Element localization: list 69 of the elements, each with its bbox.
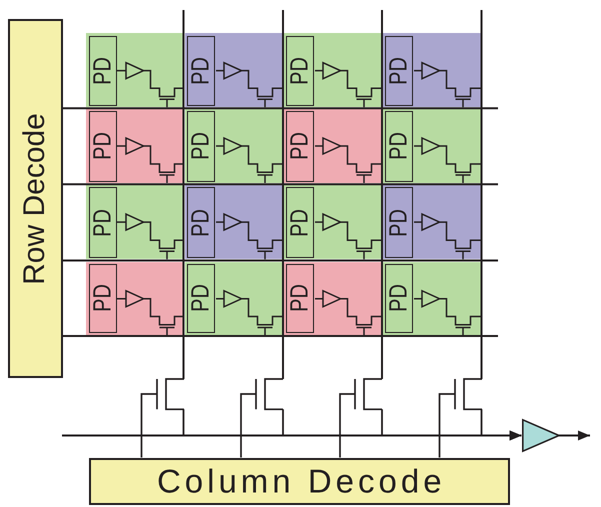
row-select-line [62,183,498,186]
output-arrow [558,430,590,440]
pixel-cell [383,185,480,260]
column-line [182,10,184,380]
pixel-cell [284,262,381,335]
pixel-cell [86,262,182,335]
row-select-line [62,335,498,337]
photodiode-label: PD [386,284,412,312]
photodiode-label: PD [188,208,213,236]
amplifier-triangle [522,419,558,452]
photodiode-box [186,187,214,258]
pixel-cell [383,33,480,108]
pixel-cell [86,185,182,260]
column-select-line [339,393,355,458]
transistor-symbol [355,379,382,410]
photodiode-box [385,187,413,258]
photodiode-box [385,264,413,334]
decoder-label: Column Decode [156,464,446,498]
column-line [480,10,482,380]
column-line [281,10,284,380]
readout-bus-arrow [62,430,522,440]
pixel-cell [284,109,381,184]
photodiode-box [89,264,117,334]
photodiode-label: PD [188,56,213,85]
photodiode-label: PD [188,284,213,312]
photodiode-label: PD [90,208,116,236]
photodiode-box [186,264,214,334]
photodiode-box [286,187,314,258]
photodiode-box [89,187,117,258]
photodiode-label: PD [288,132,312,160]
transistor-symbol [256,379,283,410]
photodiode-label: PD [288,208,312,236]
photodiode-box [89,36,117,106]
pixel-cell [184,262,282,335]
photodiode-box [186,111,214,182]
photodiode-box [286,264,314,334]
transistor-symbol [454,379,482,410]
photodiode-label: PD [90,132,116,160]
column-select-line [140,393,156,458]
photodiode-box [286,111,314,182]
row-select-line [62,107,498,110]
row-decoder-block [8,19,62,378]
photodiode-box [89,111,117,182]
photodiode-label: PD [288,284,312,312]
photodiode-box [286,36,314,106]
column-select-line [240,393,256,458]
column-decoder-block [88,458,510,504]
transistor-symbol [156,379,184,410]
pixel-cell [383,109,480,184]
row-select-line [62,260,498,262]
pixel-cell [184,33,282,108]
photodiode-label: PD [188,132,213,160]
photodiode-box [186,36,214,106]
photodiode-label: PD [386,208,412,236]
pixel-cell [383,262,480,335]
decoder-label: Row Decode [20,112,50,284]
column-line [380,10,383,380]
photodiode-label: PD [90,284,116,312]
photodiode-box [385,36,413,106]
column-select-line [438,393,454,458]
pixel-cell [86,109,182,184]
photodiode-label: PD [288,56,312,85]
photodiode-label: PD [386,132,412,160]
pixel-cell [184,185,282,260]
photodiode-box [385,111,413,182]
photodiode-label: PD [90,56,116,85]
pixel-cell [184,109,282,184]
photodiode-label: PD [386,56,412,85]
pixel-cell [284,185,381,260]
